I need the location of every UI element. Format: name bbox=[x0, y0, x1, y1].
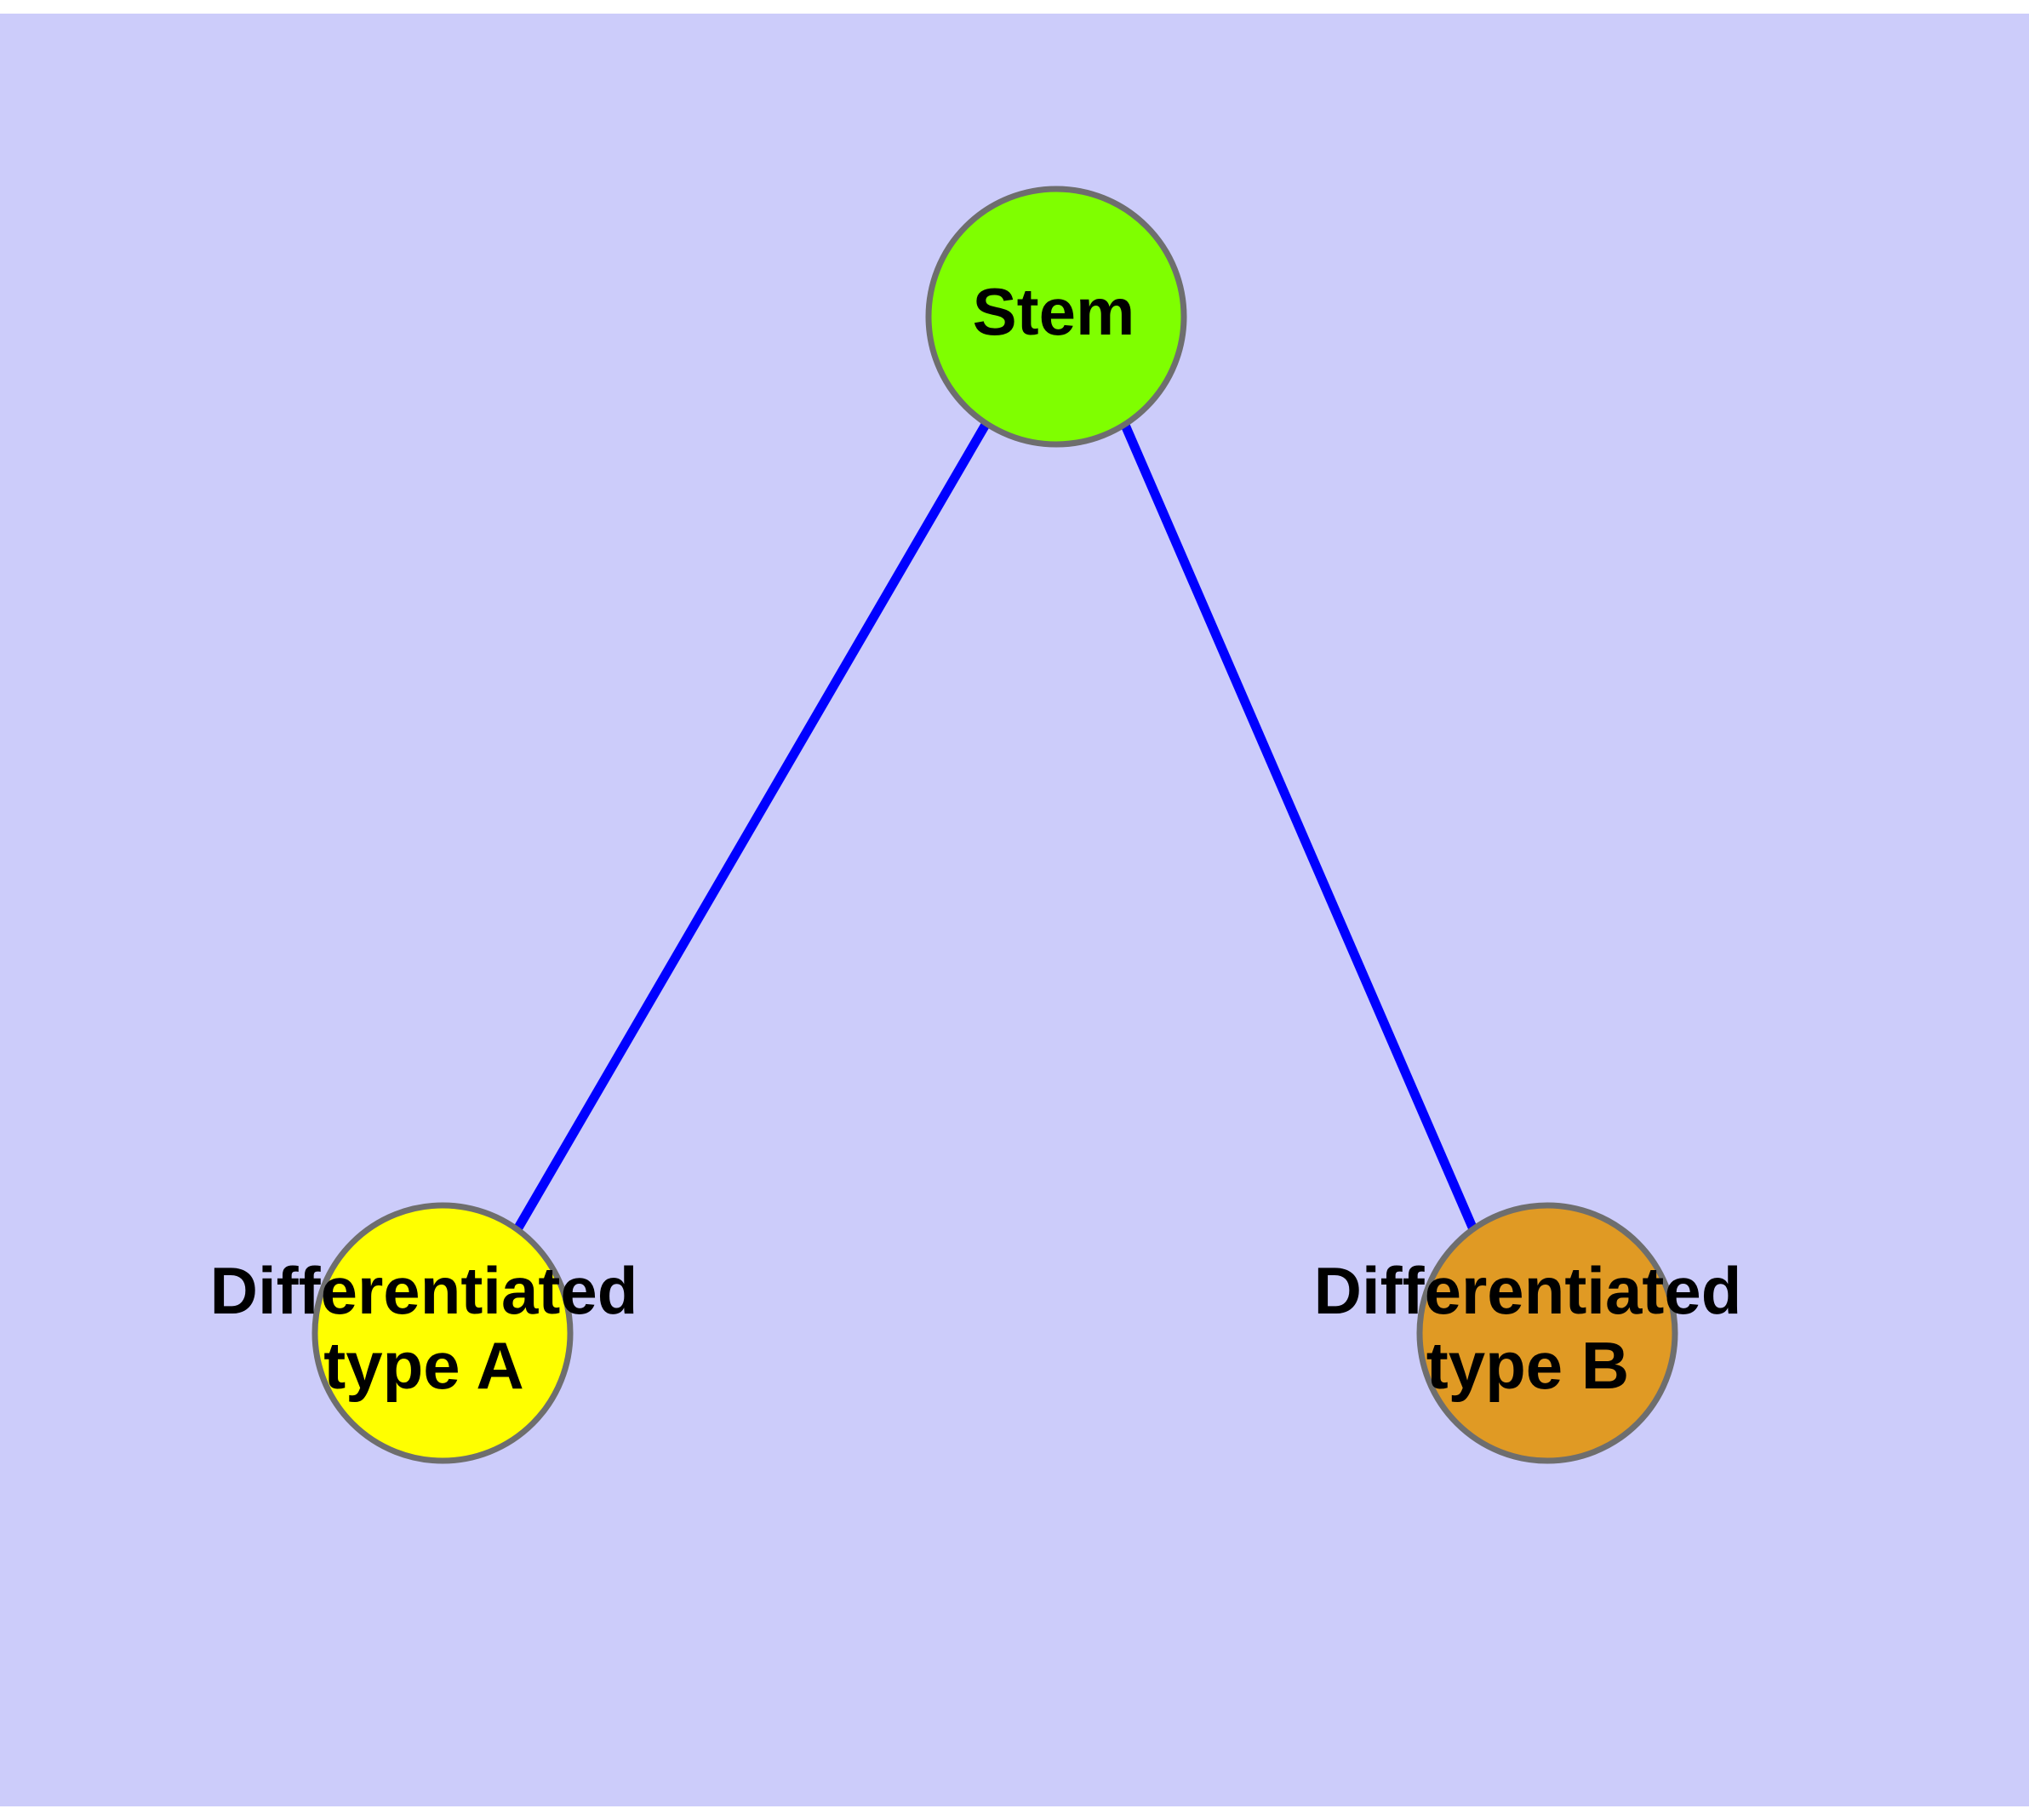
graph-node-diff_a[interactable] bbox=[311, 1202, 574, 1464]
graph-node-label-line: Differentiated bbox=[210, 1253, 638, 1328]
edges-layer bbox=[513, 421, 1478, 1232]
graph-node-label-line: type B bbox=[1426, 1328, 1629, 1403]
graph-node-label-stem: Stem bbox=[973, 274, 1135, 349]
graph-node-label-line: Stem bbox=[973, 274, 1135, 349]
graph-edge-stem-diff_b bbox=[1119, 421, 1478, 1232]
graph-node-diff_b[interactable] bbox=[1416, 1202, 1678, 1464]
graph-node-label-line: type A bbox=[323, 1328, 524, 1403]
graph-node-label-line: Differentiated bbox=[1314, 1253, 1742, 1328]
graph-edge-stem-diff_a bbox=[513, 421, 991, 1232]
nodes-layer bbox=[311, 186, 1678, 1464]
graph-node-stem[interactable] bbox=[925, 186, 1187, 448]
